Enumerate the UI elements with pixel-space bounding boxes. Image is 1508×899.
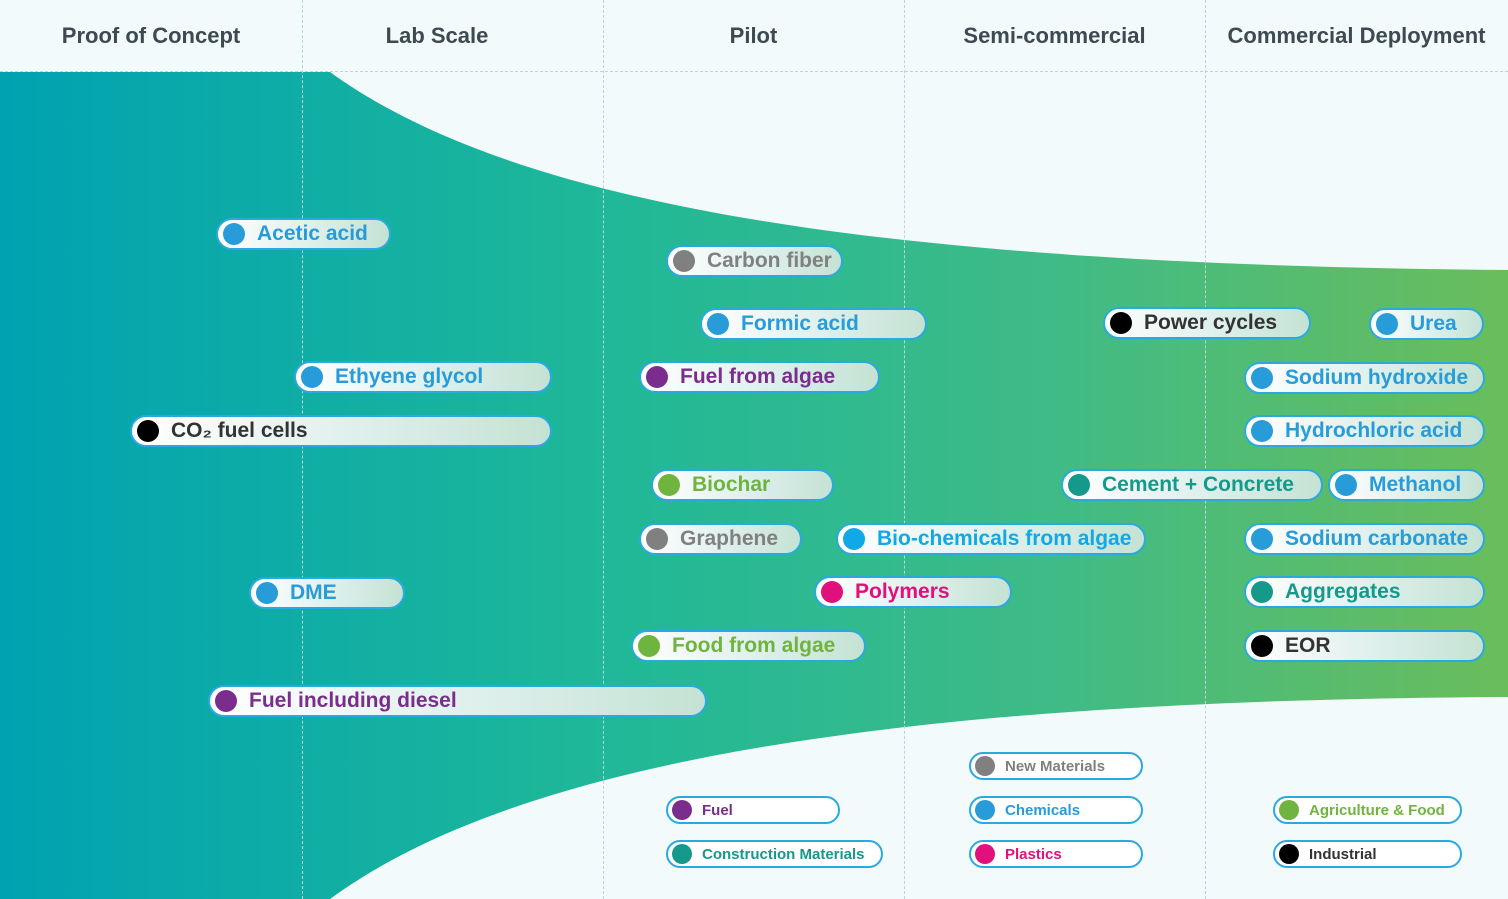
stage-divider — [904, 0, 905, 899]
pill-fuel-including-diesel: Fuel including diesel — [208, 685, 707, 717]
pill-food-from-algae: Food from algae — [631, 630, 866, 662]
legend-construction-materials: Construction Materials — [666, 840, 883, 868]
stage-header-proof-of-concept: Proof of Concept — [61, 23, 241, 48]
category-dot-icon — [707, 313, 729, 335]
legend-dot-icon — [1279, 800, 1299, 820]
pill-graphene: Graphene — [639, 523, 802, 555]
pill-biochar: Biochar — [651, 469, 834, 501]
pill-formic-acid: Formic acid — [700, 308, 927, 340]
stage-divider — [603, 0, 604, 899]
pill-carbon-fiber: Carbon fiber — [666, 245, 843, 277]
legend-label: Fuel — [702, 801, 733, 819]
legend-dot-icon — [672, 844, 692, 864]
stage-header-semi-commercial: Semi-commercial — [963, 23, 1146, 48]
category-dot-icon — [137, 420, 159, 442]
legend-dot-icon — [975, 844, 995, 864]
legend-industrial: Industrial — [1273, 840, 1462, 868]
pill-urea: Urea — [1369, 308, 1484, 340]
legend-label: New Materials — [1005, 757, 1106, 775]
legend-agriculture-food: Agriculture & Food — [1273, 796, 1462, 824]
legend-label: Plastics — [1005, 845, 1062, 863]
category-dot-icon — [1251, 635, 1273, 657]
legend-chemicals: Chemicals — [969, 796, 1143, 824]
legend-label: Chemicals — [1005, 801, 1081, 819]
legend-label: Industrial — [1309, 845, 1377, 863]
category-dot-icon — [673, 250, 695, 272]
pill-sodium-hydroxide: Sodium hydroxide — [1244, 362, 1485, 394]
stage-header-pilot: Pilot — [729, 23, 778, 48]
pill-methanol: Methanol — [1328, 469, 1485, 501]
category-dot-icon — [223, 223, 245, 245]
legend-new-materials: New Materials — [969, 752, 1143, 780]
header-separator — [0, 71, 1508, 72]
pill-label: Power cycles — [1144, 311, 1278, 334]
pill-label: Aggregates — [1285, 580, 1401, 603]
pill-label: Ethyene glycol — [335, 365, 484, 388]
legend-label: Agriculture & Food — [1309, 801, 1445, 819]
pill-bio-chemicals-from-algae: Bio-chemicals from algae — [836, 523, 1146, 555]
stage-divider — [1205, 0, 1206, 899]
pill-power-cycles: Power cycles — [1103, 307, 1311, 339]
pill-label: Carbon fiber — [707, 249, 832, 272]
pill-ethyene-glycol: Ethyene glycol — [294, 361, 552, 393]
legend-dot-icon — [1279, 844, 1299, 864]
stage-divider — [302, 0, 303, 899]
pill-label: CO₂ fuel cells — [171, 419, 308, 442]
legend-dot-icon — [672, 800, 692, 820]
pill-acetic-acid: Acetic acid — [216, 218, 391, 250]
pill-label: EOR — [1285, 634, 1331, 657]
category-dot-icon — [1251, 367, 1273, 389]
category-dot-icon — [1251, 581, 1273, 603]
category-dot-icon — [1110, 312, 1132, 334]
pill-sodium-carbonate: Sodium carbonate — [1244, 523, 1485, 555]
legend-label: Construction Materials — [702, 845, 865, 863]
category-dot-icon — [821, 581, 843, 603]
pill-hydrochloric-acid: Hydrochloric acid — [1244, 415, 1485, 447]
category-dot-icon — [638, 635, 660, 657]
category-dot-icon — [658, 474, 680, 496]
category-dot-icon — [215, 690, 237, 712]
category-dot-icon — [843, 528, 865, 550]
pill-label: Biochar — [692, 473, 771, 496]
category-dot-icon — [1335, 474, 1357, 496]
pill-label: Acetic acid — [257, 222, 368, 245]
category-dot-icon — [1251, 420, 1273, 442]
category-dot-icon — [646, 528, 668, 550]
stage-header-lab-scale: Lab Scale — [385, 23, 489, 48]
category-dot-icon — [256, 582, 278, 604]
category-dot-icon — [301, 366, 323, 388]
pill-dme: DME — [249, 577, 405, 609]
pill-label: Polymers — [855, 580, 950, 603]
pill-cement-concrete: Cement + Concrete — [1061, 469, 1323, 501]
pill-eor: EOR — [1244, 630, 1485, 662]
pill-label: Bio-chemicals from algae — [877, 527, 1132, 550]
pill-aggregates: Aggregates — [1244, 576, 1485, 608]
pill-polymers: Polymers — [814, 576, 1012, 608]
pill-label: Methanol — [1369, 473, 1462, 496]
pill-label: Graphene — [680, 527, 779, 550]
stage-header-commercial-deployment: Commercial Deployment — [1227, 23, 1486, 48]
legend-dot-icon — [975, 800, 995, 820]
pill-label: Sodium carbonate — [1285, 527, 1469, 550]
pill-fuel-from-algae: Fuel from algae — [639, 361, 880, 393]
category-dot-icon — [1068, 474, 1090, 496]
pill-label: Formic acid — [741, 312, 859, 335]
category-dot-icon — [1376, 313, 1398, 335]
pill-label: Fuel including diesel — [249, 689, 457, 712]
pill-label: Hydrochloric acid — [1285, 419, 1463, 442]
category-dot-icon — [646, 366, 668, 388]
legend-dot-icon — [975, 756, 995, 776]
category-dot-icon — [1251, 528, 1273, 550]
pill-label: Cement + Concrete — [1102, 473, 1294, 496]
pill-co2-fuel-cells: CO₂ fuel cells — [130, 415, 552, 447]
pill-label: DME — [290, 581, 337, 604]
pill-label: Urea — [1410, 312, 1457, 335]
pill-label: Food from algae — [672, 634, 836, 657]
legend-fuel: Fuel — [666, 796, 840, 824]
pill-label: Sodium hydroxide — [1285, 366, 1469, 389]
pill-label: Fuel from algae — [680, 365, 836, 388]
legend-plastics: Plastics — [969, 840, 1143, 868]
